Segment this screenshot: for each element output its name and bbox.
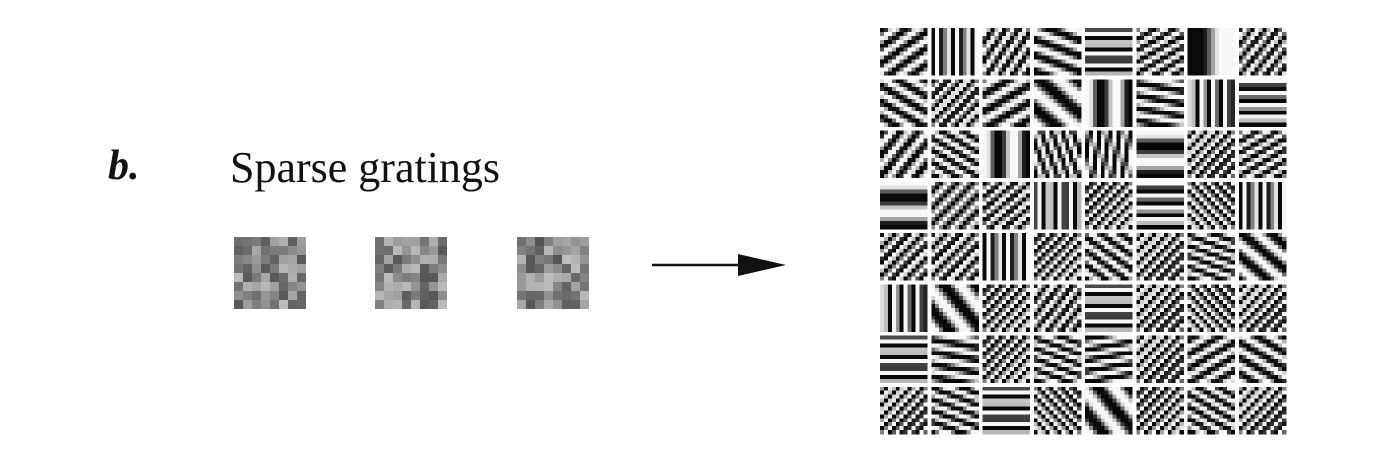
filter-cell: [1238, 284, 1287, 332]
filter-cell: [1187, 233, 1236, 281]
filter-cell: [880, 284, 928, 332]
filter-cell: [1136, 233, 1184, 281]
filter-cell: [982, 79, 1031, 127]
filter-cell: [1085, 284, 1133, 332]
filter-cell: [880, 335, 928, 384]
filter-cell: [931, 28, 979, 76]
filter-cell: [1033, 386, 1082, 435]
panel-title: Sparse gratings: [230, 143, 501, 192]
filter-cell: [880, 28, 928, 76]
filter-cell: [931, 79, 979, 127]
filter-cell: [1187, 181, 1236, 230]
filter-cell: [1085, 233, 1133, 281]
filter-cell: [1187, 386, 1236, 435]
filter-cell: [1187, 284, 1236, 332]
filter-cell: [1033, 79, 1082, 127]
filter-cell: [880, 130, 928, 179]
filter-cell: [880, 181, 928, 230]
filter-cell: [982, 28, 1031, 76]
filter-cell: [1187, 130, 1236, 179]
filter-cell: [1238, 181, 1287, 230]
filter-cell: [1085, 181, 1133, 230]
filter-cell: [1238, 233, 1287, 281]
filter-cell: [1238, 335, 1287, 384]
filter-cell: [1033, 284, 1082, 332]
input-patch-1-image: [234, 237, 306, 309]
filter-cell: [1238, 79, 1287, 127]
filter-cell: [982, 335, 1031, 384]
filter-cell: [1238, 28, 1287, 76]
input-patch-1: [234, 237, 306, 309]
filter-cell: [1187, 79, 1236, 127]
filter-cell: [982, 130, 1031, 179]
input-patch-2: [375, 237, 447, 309]
input-patch-3-image: [517, 237, 589, 309]
filter-cell: [880, 233, 928, 281]
filter-cell: [1085, 335, 1133, 384]
filter-cell: [1033, 335, 1082, 384]
input-patch-2-image: [375, 237, 447, 309]
filter-cell: [931, 335, 979, 384]
filter-cell: [931, 386, 979, 435]
filter-cell: [1033, 233, 1082, 281]
input-patch-3: [517, 237, 589, 309]
filter-cell: [1136, 130, 1184, 179]
filter-cell: [1187, 28, 1236, 76]
learned-filter-grid: [876, 24, 1290, 438]
filter-cell: [931, 233, 979, 281]
filter-cell: [1187, 335, 1236, 384]
filter-cell: [880, 386, 928, 435]
filter-cell: [880, 79, 928, 127]
panel-letter: b.: [108, 143, 140, 189]
filter-cell: [1136, 79, 1184, 127]
filter-cell: [1136, 28, 1184, 76]
filter-cell: [982, 181, 1031, 230]
filter-cell: [1238, 130, 1287, 179]
filter-cell: [1136, 335, 1184, 384]
filter-cell: [1136, 284, 1184, 332]
filter-cell: [931, 181, 979, 230]
filter-cell: [931, 284, 979, 332]
filter-cell: [1085, 386, 1133, 435]
filter-cell: [1033, 130, 1082, 179]
arrow-right-icon: [652, 254, 786, 276]
filter-cell: [1136, 386, 1184, 435]
filter-cell: [931, 130, 979, 179]
filter-cell: [1136, 181, 1184, 230]
filter-cell: [1033, 28, 1082, 76]
filter-cell: [1085, 28, 1133, 76]
filter-cell: [1085, 130, 1133, 179]
filter-cell: [1033, 181, 1082, 230]
filter-cell: [982, 233, 1031, 281]
filter-cell: [1238, 386, 1287, 435]
filter-cell: [1085, 79, 1133, 127]
filter-cell: [982, 284, 1031, 332]
filter-cell: [982, 386, 1031, 435]
